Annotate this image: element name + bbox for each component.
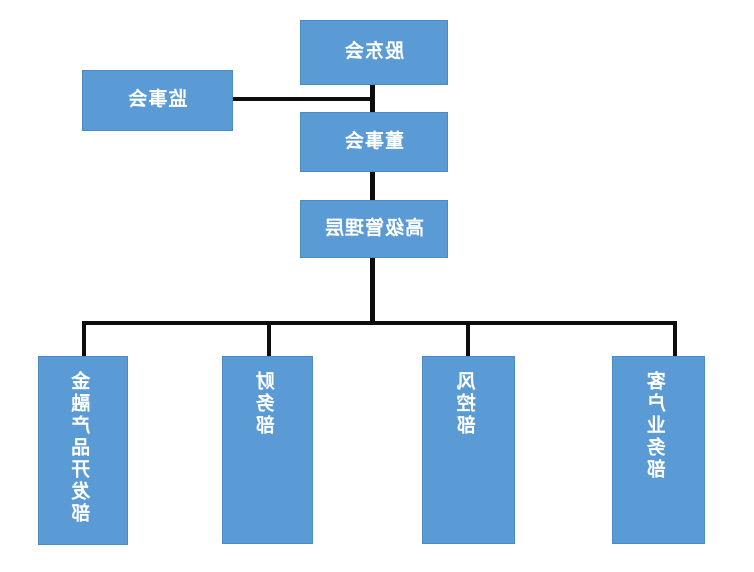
node-label: 股东会 [344,41,405,63]
connector-department-bus-bar [82,321,677,325]
node-risk-control-department[interactable]: 风控部 [422,356,515,544]
node-board-of-supervisors[interactable]: 监事会 [82,70,233,131]
connector-drop-customer-business [673,321,677,357]
node-label: 监事会 [127,89,188,111]
connector-drop-product-development [82,321,86,357]
node-label: 财务部 [256,371,278,437]
connector-supervisors-to-trunk [233,97,375,101]
connector-directors-to-senior-management [370,172,375,201]
node-financial-product-development-department[interactable]: 金融产品开发部 [38,356,128,545]
node-label: 董事会 [344,130,405,152]
connector-drop-finance [267,321,271,357]
node-label: 风控部 [457,371,479,437]
node-shareholders-meeting[interactable]: 股东会 [300,20,448,85]
connector-drop-risk-control [466,321,470,357]
node-board-of-directors[interactable]: 董事会 [300,112,448,172]
node-customer-business-department[interactable]: 客户业务部 [612,356,705,544]
node-label: 金融产品开发部 [72,371,94,525]
node-finance-department[interactable]: 财务部 [222,356,313,544]
node-label: 高级管理层 [324,217,425,239]
node-label: 客户业务部 [647,371,669,481]
node-senior-management[interactable]: 高级管理层 [300,200,448,258]
connector-senior-management-drop [370,258,375,324]
